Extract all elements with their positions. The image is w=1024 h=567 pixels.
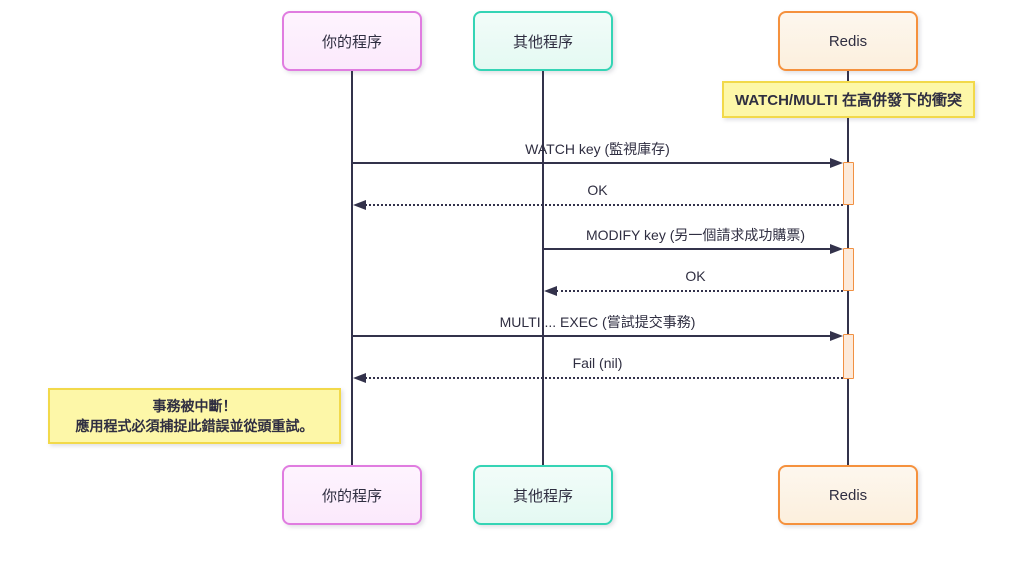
actor-other-program-label: 其他程序 bbox=[512, 487, 573, 505]
actor-your-program-label: 你的程序 bbox=[321, 487, 382, 505]
message-arrow-fail-nil bbox=[365, 377, 843, 379]
actor-redis-label: Redis bbox=[828, 32, 868, 50]
message-arrow-watch-key bbox=[352, 162, 831, 164]
activation-bar-2 bbox=[843, 248, 854, 291]
message-label-modify-key: MODIFY key (另一個請求成功購票) bbox=[585, 227, 806, 243]
title-note: WATCH/MULTI 在高併發下的衝突 bbox=[722, 81, 975, 118]
activation-bar-3 bbox=[843, 334, 854, 379]
title-note-text: WATCH/MULTI 在高併發下的衝突 bbox=[735, 92, 962, 109]
message-label-fail-nil: Fail (nil) bbox=[572, 355, 623, 371]
arrowhead-left-icon bbox=[353, 373, 366, 383]
message-arrow-modify-key bbox=[543, 248, 831, 250]
arrowhead-left-icon bbox=[353, 200, 366, 210]
actor-your-program-bottom: 你的程序 bbox=[282, 465, 422, 525]
message-label-ok-2: OK bbox=[685, 268, 706, 284]
actor-other-program-label: 其他程序 bbox=[512, 33, 573, 51]
arrowhead-right-icon bbox=[830, 158, 843, 168]
actor-other-program-top: 其他程序 bbox=[473, 11, 613, 71]
abort-note-line1: 事務被中斷！ bbox=[152, 398, 237, 414]
actor-other-program-bottom: 其他程序 bbox=[473, 465, 613, 525]
actor-redis-label: Redis bbox=[828, 486, 868, 504]
actor-redis-top: Redis bbox=[778, 11, 918, 71]
message-label-watch-key: WATCH key (監視庫存) bbox=[525, 141, 670, 157]
arrowhead-left-icon bbox=[544, 286, 557, 296]
actor-your-program-label: 你的程序 bbox=[321, 33, 382, 51]
actor-your-program-top: 你的程序 bbox=[282, 11, 422, 71]
message-label-multi-exec: MULTI ... EXEC (嘗試提交事務) bbox=[499, 314, 696, 330]
arrowhead-right-icon bbox=[830, 331, 843, 341]
message-arrow-multi-exec bbox=[352, 335, 831, 337]
arrowhead-right-icon bbox=[830, 244, 843, 254]
message-label-ok-1: OK bbox=[587, 182, 608, 198]
abort-note-line2: 應用程式必須捕捉此錯誤並從頭重試。 bbox=[75, 418, 314, 434]
actor-redis-bottom: Redis bbox=[778, 465, 918, 525]
lifeline-other-program bbox=[542, 71, 544, 465]
message-arrow-ok-1 bbox=[365, 204, 843, 206]
lifeline-your-program bbox=[351, 71, 353, 465]
message-arrow-ok-2 bbox=[556, 290, 843, 292]
abort-note: 事務被中斷！ 應用程式必須捕捉此錯誤並從頭重試。 bbox=[48, 388, 341, 444]
activation-bar-1 bbox=[843, 162, 854, 205]
